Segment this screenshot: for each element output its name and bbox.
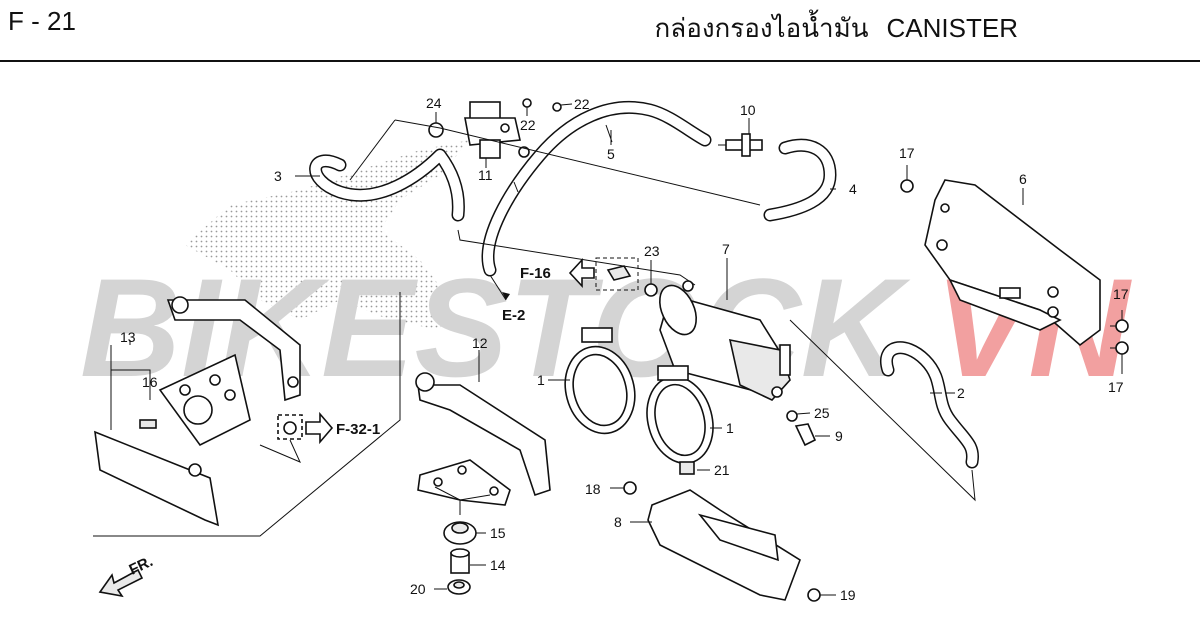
bolt-19 (807, 588, 821, 602)
label-part-15: 15 (490, 525, 506, 541)
leader-hose-7 (457, 229, 696, 286)
clip-21 (679, 461, 695, 475)
leader-13b (111, 369, 151, 400)
band-1a (564, 327, 636, 435)
fitting-10 (718, 133, 763, 157)
bolt-18 (623, 481, 637, 495)
label-part-2: 2 (957, 385, 965, 401)
label-part-18: 18 (585, 481, 601, 497)
collar-14 (450, 548, 470, 574)
label-part-3: 3 (274, 168, 282, 184)
ref-box-f16 (595, 257, 639, 291)
arrow-f16 (568, 257, 595, 289)
bracket-8 (647, 489, 801, 601)
clamp-24 (428, 122, 444, 138)
label-part-17b: 17 (1113, 286, 1129, 302)
ref-front: FR. (127, 553, 156, 579)
arrow-f321 (305, 411, 334, 445)
label-part-23: 23 (644, 243, 660, 259)
title-english: CANISTER (886, 13, 1018, 43)
header-divider (0, 60, 1200, 62)
leader-hose-routing-2 (349, 119, 396, 181)
bracket-13 (94, 296, 301, 527)
leader-hose-routing (394, 119, 761, 206)
group-outline-left (93, 292, 401, 537)
solenoid-valve-11 (464, 101, 530, 159)
label-part-10: 10 (740, 102, 756, 118)
ref-f16: F-16 (520, 265, 551, 282)
leader-f321 (259, 439, 301, 463)
diagram-title: กล่องกรองไอน้ำมัน CANISTER (655, 8, 1018, 49)
bolt-22b (552, 102, 562, 112)
label-part-20: 20 (410, 581, 426, 597)
bracket-6 (924, 179, 1101, 347)
diagram-code: F - 21 (8, 6, 76, 36)
label-part-4: 4 (849, 181, 857, 197)
label-part-25: 25 (814, 405, 830, 421)
label-part-6: 6 (1019, 171, 1027, 187)
bolt-22a (522, 98, 532, 108)
label-part-22a: 22 (520, 117, 536, 133)
label-part-12: 12 (472, 335, 488, 351)
nut-23 (644, 283, 658, 297)
leader-hose-2 (789, 319, 976, 502)
label-part-24: 24 (426, 95, 442, 111)
nut-20 (447, 579, 471, 595)
label-part-17a: 17 (899, 145, 915, 161)
clip-f16 (606, 265, 632, 281)
label-part-16: 16 (142, 374, 158, 390)
label-part-8: 8 (614, 514, 622, 530)
label-part-5: 5 (607, 146, 615, 162)
bracket-12 (415, 372, 551, 506)
label-part-21: 21 (714, 462, 730, 478)
label-part-17c: 17 (1108, 379, 1124, 395)
label-part-7: 7 (722, 241, 730, 257)
label-part-1a: 1 (537, 372, 545, 388)
label-part-22b: 22 (574, 96, 590, 112)
bolt-17a (900, 179, 914, 193)
label-part-1b: 1 (726, 420, 734, 436)
label-part-13: 13 (120, 329, 136, 345)
bolt-17c (1115, 341, 1129, 355)
front-arrow (98, 568, 144, 598)
bolt-17b (1115, 319, 1129, 333)
label-part-11: 11 (478, 167, 493, 183)
ref-f32-1: F-32-1 (336, 421, 380, 438)
grommet-15 (443, 521, 477, 545)
title-thai: กล่องกรองไอน้ำมัน (654, 13, 869, 43)
canister-7 (659, 280, 791, 401)
label-part-19: 19 (840, 587, 856, 603)
ref-e2: E-2 (502, 307, 525, 324)
fitting-9 (794, 423, 817, 447)
label-part-14: 14 (490, 557, 506, 573)
nut-16 (283, 421, 297, 435)
label-part-9: 9 (835, 428, 843, 444)
oring-25 (786, 410, 798, 422)
